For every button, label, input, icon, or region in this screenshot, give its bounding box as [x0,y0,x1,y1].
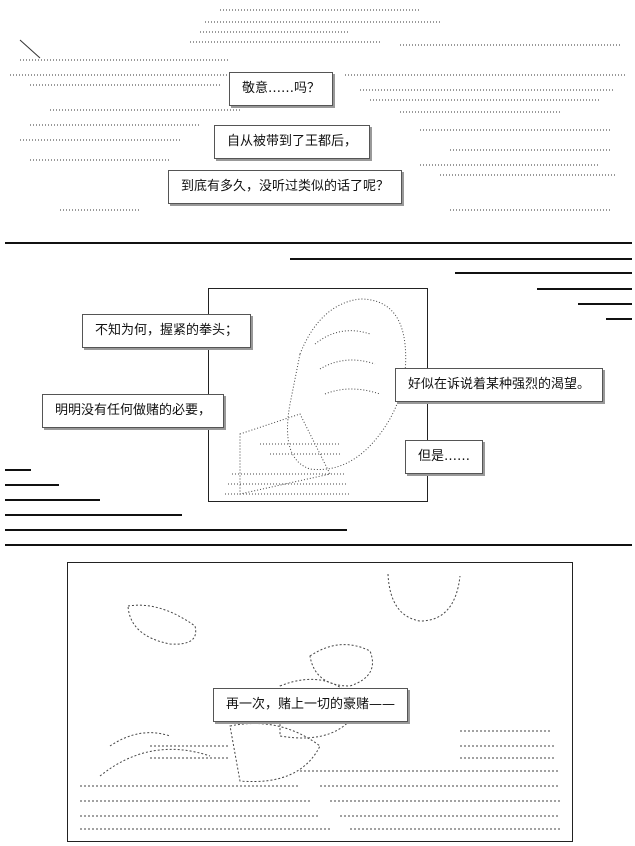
caption-bubble: 到底有多久，没听过类似的话了呢？ [168,170,403,204]
panel-1-ascii-art [10,9,625,211]
panel-1: 敬意……吗？ 自从被带到了王都后， 到底有多久，没听过类似的话了呢？ [0,0,635,230]
speed-line [537,288,632,290]
caption-bubble: 好似在诉说着某种强烈的渴望。 [395,368,604,402]
gamble-frame [67,562,573,842]
speed-line [5,514,182,516]
speed-line [290,258,632,260]
gamble-ascii-art [80,573,560,830]
speed-line [606,318,632,320]
fist-ascii-art [225,298,407,495]
caption-bubble: 不知为何，握紧的拳头； [82,314,252,348]
caption-bubble: 但是…… [405,440,484,474]
speed-line [5,484,59,486]
caption-bubble: 敬意……吗？ [229,72,334,106]
panel-divider [5,544,632,546]
speed-line [578,303,632,305]
panel-divider [5,242,632,244]
speed-line [5,469,31,471]
panel-2: 不知为何，握紧的拳头； 好似在诉说着某种强烈的渴望。 明明没有任何做赌的必要， … [0,244,635,544]
speed-line [455,272,632,274]
panel-3: 再一次，赌上一切的豪赌—— [0,546,635,846]
speed-line [5,499,100,501]
caption-bubble: 明明没有任何做赌的必要， [42,394,225,428]
caption-bubble: 自从被带到了王都后， [214,125,371,159]
speed-line [5,529,347,531]
caption-bubble: 再一次，赌上一切的豪赌—— [213,688,409,722]
